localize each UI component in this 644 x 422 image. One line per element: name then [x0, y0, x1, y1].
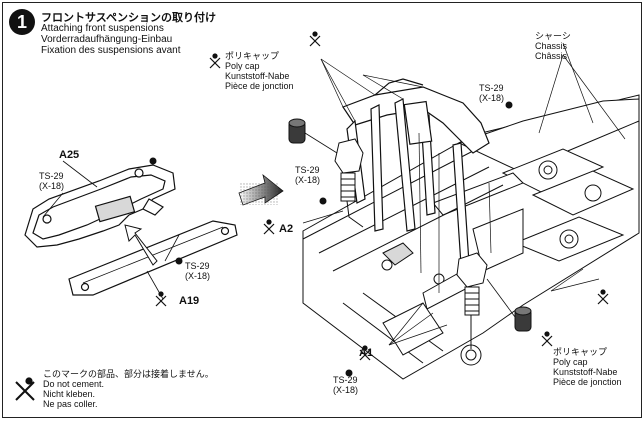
chassis-en: Chassis	[535, 41, 568, 51]
no-cement-note: このマークの部品、部分は接着しません。 Do not cement. Nicht…	[43, 369, 214, 409]
polycap-en: Poly cap	[225, 61, 260, 71]
right-knuckle	[456, 252, 488, 349]
polycap-label-top: ポリキャップ Poly cap Kunststoff-Nabe Pièce de…	[225, 51, 294, 91]
paint-code-alt: (X-18)	[39, 181, 65, 191]
paint-code: TS-29	[479, 83, 504, 93]
note-en: Do not cement.	[43, 379, 105, 389]
polycap-de: Kunststoff-Nabe	[553, 367, 618, 377]
paint-label-top-right: TS-29 (X-18)	[479, 83, 504, 103]
chassis-jp: シャーシ	[535, 31, 571, 41]
polycap-de: Kunststoff-Nabe	[225, 71, 290, 81]
step-title-de: Vorderradaufhängung-Einbau	[41, 34, 173, 45]
chassis-fr: Châssis	[535, 51, 568, 61]
note-de: Nicht kleben.	[43, 389, 96, 399]
paint-label-a19: TS-29 (X-18)	[185, 261, 210, 281]
polycap-jp: ポリキャップ	[553, 347, 608, 357]
poly-cap-left	[288, 118, 338, 154]
paint-label-a25: TS-29 (X-18)	[39, 171, 64, 191]
paint-dot-icon	[149, 101, 513, 377]
paint-code-alt: (X-18)	[295, 175, 321, 185]
polycap-fr: Pièce de jonction	[225, 81, 294, 91]
upper-suspension-arms	[342, 78, 490, 266]
instruction-sheet: 1 フロントサスペンションの取り付け Attaching front suspe…	[2, 2, 642, 418]
paint-label-a1: TS-29 (X-18)	[333, 375, 358, 395]
paint-code-alt: (X-18)	[185, 271, 211, 281]
polycap-jp: ポリキャップ	[225, 51, 280, 61]
paint-label-a2: TS-29 (X-18)	[295, 165, 320, 185]
part-label-a19: A19	[179, 295, 200, 307]
chassis-label: シャーシ Chassis Châssis	[535, 31, 571, 61]
polycap-label-bottom: ポリキャップ Poly cap Kunststoff-Nabe Pièce de…	[553, 347, 622, 387]
paint-code: TS-29	[185, 261, 210, 271]
part-label-a25: A25	[59, 149, 80, 161]
part-a25-bracket	[24, 164, 176, 248]
part-label-a2: A2	[279, 223, 294, 235]
direction-arrow-icon	[238, 173, 284, 206]
no-cement-icon	[15, 31, 609, 401]
step-title-jp: フロントサスペンションの取り付け	[41, 12, 217, 24]
paint-code-alt: (X-18)	[479, 93, 505, 103]
step-title-en: Attaching front suspensions	[41, 23, 164, 34]
note-fr: Ne pas coller.	[43, 399, 98, 409]
polycap-en: Poly cap	[553, 357, 588, 367]
insert-arrow	[124, 224, 158, 266]
paint-code: TS-29	[295, 165, 320, 175]
step-number-badge: 1	[9, 9, 35, 35]
step-title-fr: Fixation des suspensions avant	[41, 45, 181, 56]
assembly-drawing	[15, 31, 640, 401]
left-knuckle	[334, 138, 364, 228]
paint-code: TS-29	[39, 171, 64, 181]
polycap-fr: Pièce de jonction	[553, 377, 622, 387]
paint-code: TS-29	[333, 375, 358, 385]
poly-cap-right	[486, 278, 532, 332]
note-jp: このマークの部品、部分は接着しません。	[43, 369, 214, 379]
part-label-a1: A1	[359, 347, 374, 359]
paint-code-alt: (X-18)	[333, 385, 359, 395]
